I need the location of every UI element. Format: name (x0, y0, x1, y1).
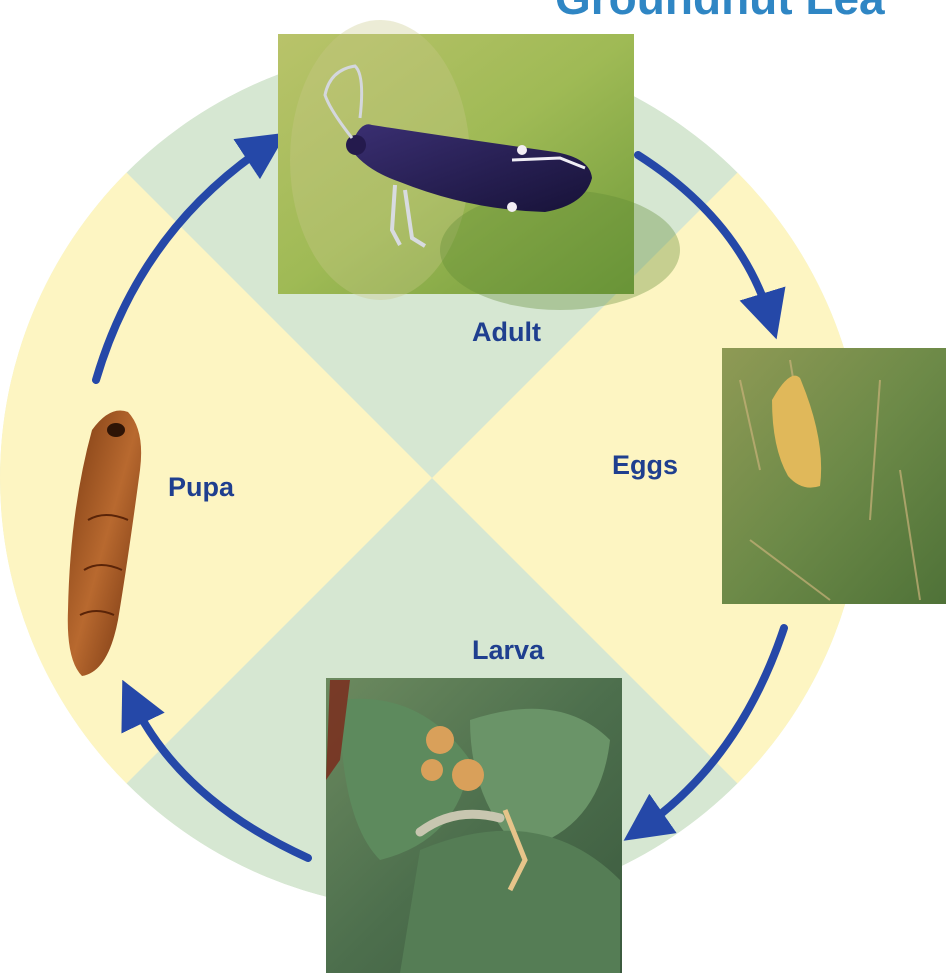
stage-label-larva: Larva (472, 635, 545, 665)
stage-label-adult: Adult (472, 317, 541, 347)
stage-label-eggs: Eggs (612, 450, 678, 480)
larva-photo (326, 678, 622, 973)
eggs-photo (722, 348, 946, 604)
adult-photo (278, 20, 680, 310)
diagram-title: Groundnut Lea (555, 0, 885, 24)
stage-label-pupa: Pupa (168, 472, 235, 502)
